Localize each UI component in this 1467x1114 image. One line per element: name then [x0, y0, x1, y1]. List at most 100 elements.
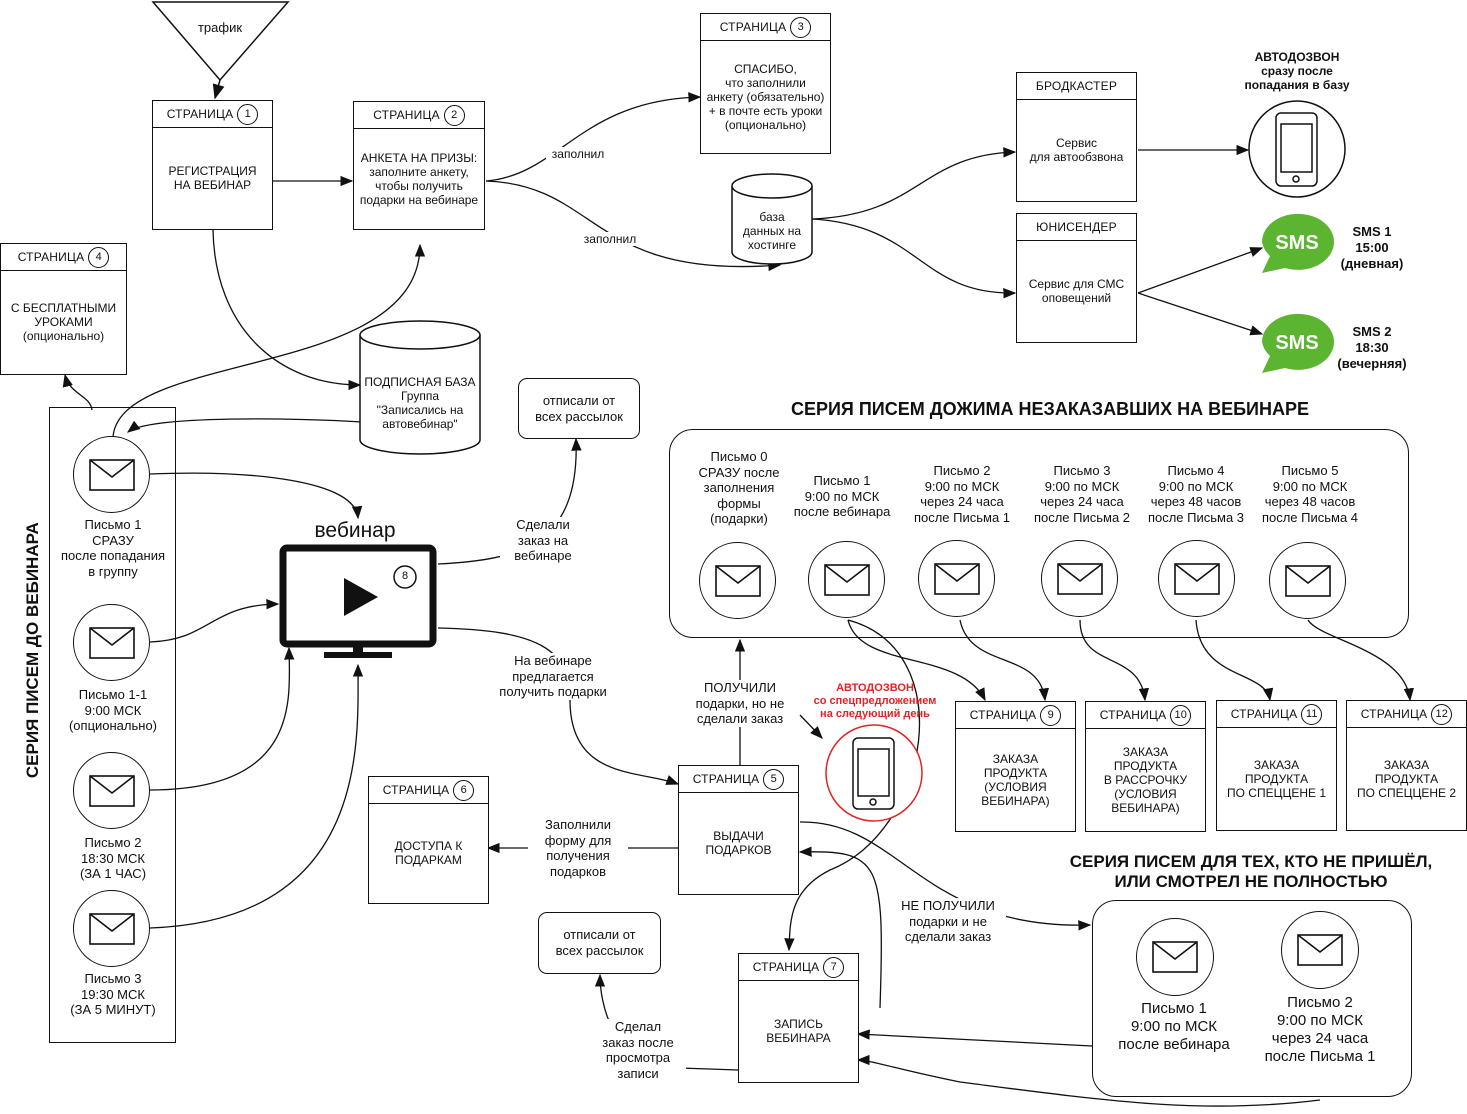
page-body: СПАСИБО, что заполнили анкету (обязатель…	[706, 61, 825, 132]
followup-letter-0-envelope-icon	[699, 542, 776, 619]
followup-series-title: СЕРИЯ ПИСЕМ ДОЖИМА НЕЗАКАЗАВШИХ НА ВЕБИН…	[790, 399, 1309, 419]
followup-letter-4-envelope-icon	[1158, 540, 1235, 617]
followup-series-frame	[669, 429, 1409, 638]
page-number: 3	[790, 16, 812, 38]
page-header: СТРАНИЦА	[1360, 707, 1428, 721]
unsubscribed-node: отписали от всех рассылок	[538, 912, 661, 974]
pre-webinar-series-frame	[49, 407, 176, 1043]
page-number: 12	[1431, 703, 1453, 725]
page-body: ЗАКАЗА ПРОДУКТА ПО СПЕЦЦЕНЕ 2	[1356, 757, 1457, 800]
noshow-letter-1: Письмо 1 9:00 по МСК после вебинара	[1118, 1000, 1230, 1053]
edge-label-form-filled: Заполнили форму для получения подарков	[528, 817, 628, 880]
page-body: ВЫДАЧИ ПОДАРКОВ	[705, 829, 772, 857]
edge-label-filled: заполнил	[578, 232, 642, 247]
followup-letter-3: Письмо 3 9:00 по МСК через 24 часа после…	[1033, 463, 1131, 525]
page-header: СТРАНИЦА	[1099, 708, 1167, 722]
page-number: 4	[88, 246, 110, 268]
page-body: РЕГИСТРАЦИЯ НА ВЕБИНАР	[168, 164, 257, 192]
db-hosting-label: база данных на хостинге	[742, 210, 802, 252]
page-number: 5	[763, 768, 785, 790]
page-number: 11	[1301, 703, 1323, 725]
unisender-service: ЮНИСЕНДЕР Сервис для СМС оповещений	[1016, 213, 1137, 343]
followup-letter-5-envelope-icon	[1269, 542, 1346, 619]
page-header: СТРАНИЦА	[1230, 707, 1298, 721]
page-body: АНКЕТА НА ПРИЗЫ: заполните анкету, чтобы…	[359, 150, 479, 207]
letter-2-envelope-icon	[73, 752, 150, 829]
page-header: СТРАНИЦА	[166, 107, 234, 121]
page-header: СТРАНИЦА	[17, 250, 85, 264]
page-header: СТРАНИЦА	[382, 783, 450, 797]
letter-1-1-envelope-icon	[73, 604, 150, 681]
sms-icon-text: SMS	[1275, 332, 1319, 354]
page-number: 1	[237, 103, 259, 125]
page-body: ДОСТУПА К ПОДАРКАМ	[394, 839, 463, 867]
page-header: СТРАНИЦА	[373, 108, 440, 122]
letter-3-envelope-icon	[73, 890, 150, 967]
edge-label-no-gifts: НЕ ПОЛУЧИЛИ подарки и не сделали заказ	[890, 898, 1006, 945]
edge-label-order-after-record: Сделал заказ после просмотра записи	[590, 1019, 686, 1082]
db-subscribers-label: ПОДПИСНАЯ БАЗА Группа "Записались на авт…	[364, 375, 476, 431]
letter-1-envelope-icon	[73, 436, 150, 513]
page-header: СТРАНИЦА	[719, 20, 787, 34]
edge-label-filled: заполнил	[546, 147, 610, 162]
page-body: С БЕСПЛАТНЫМИ УРОКАМИ (опционально)	[10, 301, 117, 343]
page-header: СТРАНИЦА	[969, 708, 1037, 722]
page-body: ЗАКАЗА ПРОДУКТА В РАССРОЧКУ (УСЛОВИЯ ВЕБ…	[1103, 744, 1188, 815]
service-header: ЮНИСЕНДЕР	[1036, 220, 1117, 234]
page-number: 10	[1170, 704, 1192, 726]
webinar-label: вебинар	[314, 519, 396, 542]
page-number: 2	[443, 104, 465, 126]
sms-2-label: SMS 2 18:30 (вечерняя)	[1337, 324, 1407, 371]
page-body: ЗАКАЗА ПРОДУКТА ПО СПЕЦЦЕНЕ 1	[1226, 757, 1327, 800]
service-body: Сервис для СМС оповещений	[1028, 277, 1125, 305]
unsubscribed-node: отписали от всех рассылок	[518, 378, 640, 439]
followup-letter-2-envelope-icon	[918, 540, 995, 617]
edge-label-got-gifts-no-order: ПОЛУЧИЛИ подарки, но не сделали заказ	[682, 680, 798, 727]
webinar-monitor	[279, 544, 437, 658]
service-header: БРОДКАСТЕР	[1035, 79, 1118, 93]
pre-letter-2: Письмо 2 18:30 МСК (ЗА 1 ЧАС)	[79, 835, 147, 882]
traffic-label: трафик	[197, 20, 243, 35]
page-header: СТРАНИЦА	[752, 960, 820, 974]
followup-letter-4: Письмо 4 9:00 по МСК через 48 часов посл…	[1147, 463, 1245, 525]
service-body: Сервис для автообзвона	[1029, 136, 1124, 164]
followup-letter-0: Письмо 0 СРАЗУ после заполнения формы (п…	[698, 449, 780, 527]
noshow-series-frame	[1092, 900, 1412, 1097]
autocall-special-label: АВТОДОЗВОН со спецпредложением на следую…	[813, 682, 937, 720]
page-number: 9	[1040, 704, 1062, 726]
sms-icon-text: SMS	[1275, 232, 1319, 254]
page-number: 6	[453, 779, 475, 801]
page-header: СТРАНИЦА	[692, 772, 760, 786]
pre-letter-3: Письмо 3 19:30 МСК (ЗА 5 МИНУТ)	[70, 971, 156, 1018]
page-body: ЗАПИСЬ ВЕБИНАРА	[766, 1017, 831, 1045]
broadcaster-service: БРОДКАСТЕР Сервис для автообзвона	[1016, 72, 1137, 202]
followup-letter-5: Письмо 5 9:00 по МСК через 48 часов посл…	[1261, 463, 1359, 525]
autocall-label: АВТОДОЗВОН сразу после попадания в базу	[1244, 50, 1350, 92]
followup-letter-2: Письмо 2 9:00 по МСК через 24 часа после…	[913, 463, 1011, 525]
followup-letter-1: Письмо 1 9:00 по МСК после вебинара	[793, 473, 891, 520]
sms-bubbles	[1261, 213, 1334, 373]
followup-letter-1-envelope-icon	[808, 541, 885, 618]
noshow-series-title: СЕРИЯ ПИСЕМ ДЛЯ ТЕХ, КТО НЕ ПРИШЁЛ, ИЛИ …	[1069, 852, 1433, 892]
webinar-number: 8	[401, 570, 409, 582]
followup-letter-3-envelope-icon	[1041, 540, 1118, 617]
noshow-letter-1-envelope-icon	[1136, 918, 1214, 996]
pre-webinar-series-title: СЕРИЯ ПИСЕМ ДО ВЕБИНАРА	[22, 522, 42, 779]
page-body: ЗАКАЗА ПРОДУКТА (УСЛОВИЯ ВЕБИНАРА)	[981, 751, 1050, 808]
noshow-letter-2: Письмо 2 9:00 по МСК через 24 часа после…	[1264, 994, 1376, 1065]
edge-label-gifts-offered: На вебинаре предлагается получить подарк…	[488, 653, 618, 700]
sms-1-label: SMS 1 15:00 (дневная)	[1340, 224, 1404, 271]
page-number: 7	[823, 956, 845, 978]
